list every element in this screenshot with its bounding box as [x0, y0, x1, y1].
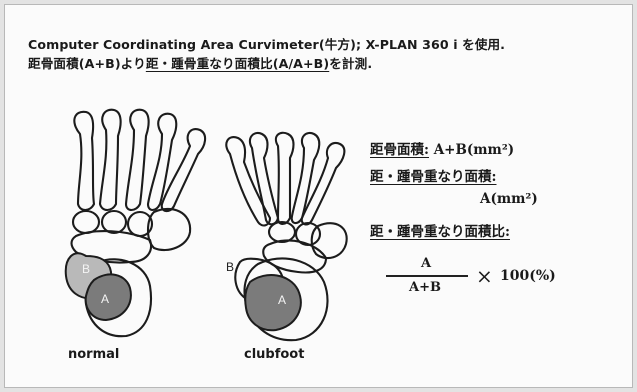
- legend-overlap-ratio: 距・踵骨重なり面積比:: [370, 220, 510, 240]
- metatarsals: [74, 110, 205, 211]
- clubfoot-label: clubfoot: [244, 347, 304, 362]
- tarsal-bones: [72, 209, 191, 263]
- legend-talus-area-value: A+B(mm²): [434, 142, 514, 158]
- formula-times-sign: ×: [476, 264, 493, 288]
- metatarsals: [226, 133, 344, 226]
- legend-overlap-area-value: A(mm²): [480, 191, 538, 207]
- header-line-2: 距骨面積(A+B)より距・踵骨重なり面積比(A/A+B)を計測.: [28, 53, 372, 72]
- region-b-label-normal: B: [82, 262, 90, 276]
- formula-numerator: A: [421, 256, 431, 271]
- header-line-1: Computer Coordinating Area Curvimeter(牛方…: [28, 34, 505, 53]
- normal-foot-diagram: B A: [50, 108, 220, 343]
- header-line-2-suffix: を計測.: [329, 56, 372, 71]
- tarsal-bones: [263, 222, 346, 272]
- header-line-2-highlight: 距・踵骨重なり面積比(A/A+B): [146, 56, 329, 71]
- formula-multiplier: 100(%): [500, 268, 556, 284]
- normal-label: normal: [68, 347, 119, 362]
- legend-talus-area-key: 距骨面積:: [370, 142, 429, 158]
- legend-overlap-ratio-key: 距・踵骨重なり面積比:: [370, 224, 510, 240]
- region-a-label-clubfoot: A: [278, 293, 286, 307]
- legend-talus-area: 距骨面積: A+B(mm²): [370, 138, 514, 158]
- formula-denominator: A+B: [409, 280, 441, 295]
- legend-overlap-area: 距・踵骨重なり面積:: [370, 165, 496, 185]
- header-line-2-prefix: 距骨面積(A+B)より: [28, 56, 146, 71]
- legend-overlap-area-key: 距・踵骨重なり面積:: [370, 169, 496, 185]
- clubfoot-diagram: B A: [218, 132, 368, 347]
- region-b-label-clubfoot: B: [226, 260, 234, 274]
- region-a-label-normal: A: [101, 292, 109, 306]
- formula-fraction-bar: [386, 275, 468, 277]
